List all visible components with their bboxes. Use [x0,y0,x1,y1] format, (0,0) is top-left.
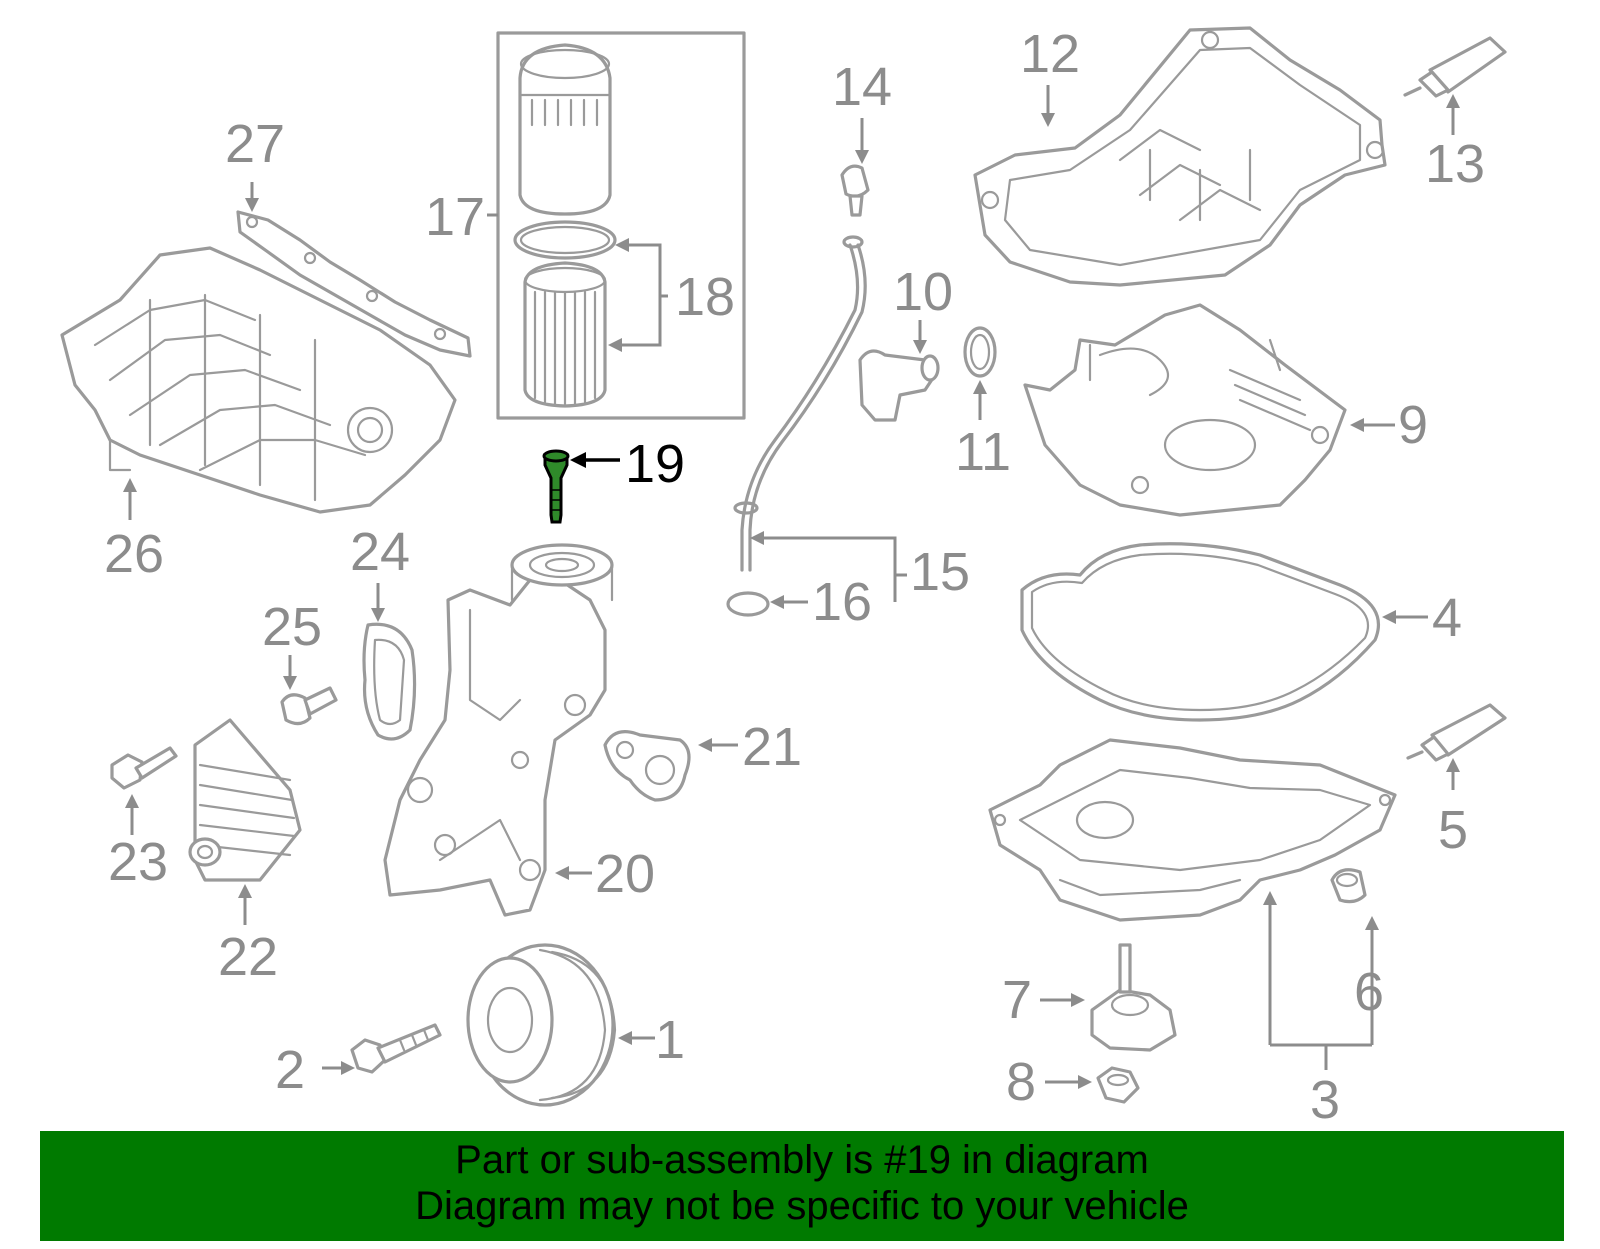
callout-26: 26 [104,524,164,584]
part-5-sealant-tube[interactable] [1406,703,1507,762]
part-15-dipstick-tube[interactable] [733,235,867,572]
callout-19: 19 [625,434,685,494]
callout-21: 21 [742,717,802,777]
part-2-pulley-bolt[interactable] [350,1023,442,1074]
callout-10: 10 [893,262,953,322]
callout-16: 16 [812,572,872,632]
part-13-sealant-tube[interactable] [1403,36,1507,98]
callout-7: 7 [1002,970,1032,1030]
callout-11: 11 [955,422,1011,482]
callout-1: 1 [655,1010,685,1070]
callout-20: 20 [595,844,655,904]
callout-leaders [123,85,1460,1089]
part-4-oil-pan-gasket[interactable] [1020,542,1380,722]
callout-13: 13 [1425,134,1485,194]
part-16-oring[interactable] [726,591,770,617]
callout-27: 27 [225,114,285,174]
part-25-plug[interactable] [280,686,338,726]
banner-line-2: Diagram may not be specific to your vehi… [415,1184,1189,1228]
callout-18: 18 [675,267,735,327]
part-11-oring[interactable] [963,326,997,378]
part-24-gasket[interactable] [362,622,417,741]
part-23-bolt[interactable] [110,746,178,790]
callout-25: 25 [262,597,322,657]
callout-6: 6 [1354,962,1384,1022]
part-19-oil-filter-housing-bolt[interactable] [542,449,570,524]
callout-17: 17 [425,187,485,247]
part-7-oil-level-sensor[interactable] [1090,943,1177,1052]
callout-2: 2 [275,1040,305,1100]
part-18-oring-and-element[interactable] [513,220,617,408]
part-26-intake-manifold[interactable] [60,246,457,514]
part-3-oil-pan[interactable] [988,738,1397,922]
callout-23: 23 [108,832,168,892]
part-9-cover[interactable] [1023,303,1347,517]
callout-22: 22 [218,927,278,987]
part-22-oil-cooler[interactable] [188,718,302,882]
callout-14: 14 [832,57,892,117]
banner-line-1: Part or sub-assembly is #19 in diagram [455,1138,1149,1182]
part-12-oil-pan-upper[interactable] [973,26,1387,287]
callout-3: 3 [1310,1070,1340,1130]
callout-5: 5 [1438,800,1468,860]
part-20-filter-housing-bracket[interactable] [383,543,614,917]
part-10-sensor[interactable] [858,349,940,422]
part-14-dipstick-handle[interactable] [840,164,870,217]
part-21-gasket[interactable] [603,730,691,802]
callout-labels: 27 26 17 18 19 14 10 11 15 16 12 13 9 4 … [104,24,1485,1130]
part-1-pulley[interactable] [466,943,617,1107]
callout-8: 8 [1006,1052,1036,1112]
callout-12: 12 [1020,24,1080,84]
info-banner: Part or sub-assembly is #19 in diagram D… [40,1131,1564,1241]
callout-15: 15 [910,542,970,602]
callout-9: 9 [1398,395,1428,455]
callout-4: 4 [1432,588,1462,648]
callout-24: 24 [350,522,410,582]
part-8-nut[interactable] [1096,1066,1140,1104]
part-17-oil-filter-housing-group[interactable] [496,31,746,420]
part-6-drain-plug[interactable] [1330,868,1367,904]
part-27-intake-gasket[interactable] [236,210,472,358]
